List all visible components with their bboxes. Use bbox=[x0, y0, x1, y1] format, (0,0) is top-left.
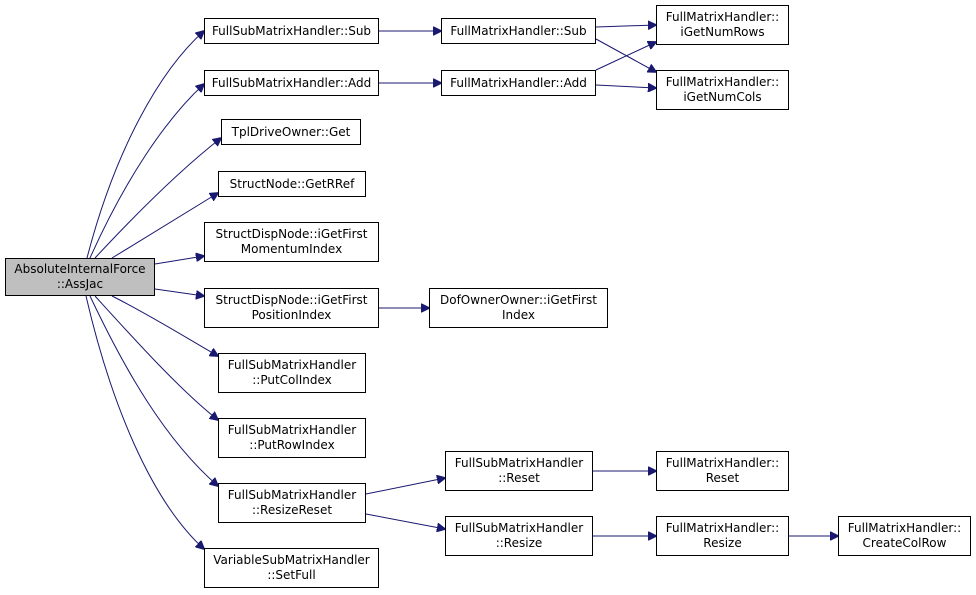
node-fullmatrixhandler-sub[interactable]: FullMatrixHandler::Sub bbox=[441, 18, 596, 44]
node-dofownerowner-igetfirstindex[interactable]: DofOwnerOwner::iGetFirst Index bbox=[429, 288, 608, 328]
edge-absoluteinternalforce-to-structnode-getrref bbox=[111, 193, 218, 259]
edge-absoluteinternalforce-to-variablesubmatrixhandler-setfull bbox=[85, 295, 204, 549]
node-label-line1: FullSubMatrixHandler bbox=[227, 488, 357, 502]
edge-absoluteinternalforce-to-fullsubmatrixhandler-resizereset bbox=[89, 295, 218, 486]
node-label: FullMatrixHandler::Sub bbox=[450, 23, 587, 38]
node-absoluteinternalforce-assjac: AbsoluteInternalForce ::AssJac bbox=[5, 258, 155, 296]
node-label-line2: iGetNumRows bbox=[680, 25, 765, 39]
node-fullsubmatrixhandler-add[interactable]: FullSubMatrixHandler::Add bbox=[204, 70, 379, 96]
node-label-line1: FullMatrixHandler:: bbox=[665, 10, 780, 24]
node-label-line2: Index bbox=[501, 308, 536, 322]
node-label-line1: FullSubMatrixHandler bbox=[227, 358, 357, 372]
edge-absoluteinternalforce-to-tpldriveowner-get bbox=[94, 138, 221, 259]
node-fullmatrixhandler-add[interactable]: FullMatrixHandler::Add bbox=[441, 70, 596, 96]
edge-fullmatrixhandler-add-to-igetnumcols bbox=[595, 85, 656, 88]
node-tpldriveowner-get[interactable]: TplDriveOwner::Get bbox=[221, 119, 361, 145]
node-fullsubmatrixhandler-resizereset[interactable]: FullSubMatrixHandler ::ResizeReset bbox=[218, 483, 366, 523]
node-label-line1: AbsoluteInternalForce bbox=[14, 262, 146, 276]
node-label-line2: PositionIndex bbox=[251, 308, 332, 322]
node-label-line2: iGetNumCols bbox=[683, 90, 762, 104]
node-label-line2: MomentumIndex bbox=[240, 242, 343, 256]
node-structdispnode-igetfirstmomentumindex[interactable]: StructDispNode::iGetFirst MomentumIndex bbox=[204, 222, 379, 262]
node-label-line2: ::PutColIndex bbox=[252, 373, 332, 387]
edge-absoluteinternalforce-to-fullsubmatrixhandler-putrowindex bbox=[94, 295, 218, 420]
node-fullmatrixhandler-createcolrow[interactable]: FullMatrixHandler:: CreateColRow bbox=[838, 516, 971, 556]
node-label-line1: FullSubMatrixHandler bbox=[227, 423, 357, 437]
node-fullsubmatrixhandler-putcolindex[interactable]: FullSubMatrixHandler ::PutColIndex bbox=[218, 353, 366, 393]
node-fullsubmatrixhandler-resize[interactable]: FullSubMatrixHandler ::Resize bbox=[445, 516, 593, 556]
node-label-line2: ::ResizeReset bbox=[251, 503, 333, 517]
node-label: StructNode::GetRRef bbox=[229, 176, 355, 191]
node-fullmatrixhandler-reset[interactable]: FullMatrixHandler:: Reset bbox=[656, 451, 789, 491]
node-label-line2: ::PutRowIndex bbox=[249, 438, 335, 452]
node-label-line1: FullSubMatrixHandler bbox=[454, 521, 584, 535]
node-label-line1: DofOwnerOwner::iGetFirst bbox=[439, 293, 598, 307]
node-label: FullSubMatrixHandler::Sub bbox=[211, 23, 372, 38]
node-label-line2: ::AssJac bbox=[56, 277, 104, 291]
edge-absoluteinternalforce-to-structdispnode-momentum bbox=[154, 256, 204, 265]
node-structnode-getrref[interactable]: StructNode::GetRRef bbox=[218, 171, 366, 197]
node-label-line2: Reset bbox=[705, 471, 740, 485]
node-variablesubmatrixhandler-setfull[interactable]: VariableSubMatrixHandler ::SetFull bbox=[204, 548, 379, 588]
edge-absoluteinternalforce-to-structdispnode-position bbox=[154, 288, 204, 296]
node-label-line2: ::SetFull bbox=[267, 568, 316, 582]
node-label: FullMatrixHandler::Add bbox=[450, 75, 587, 90]
node-label-line1: FullMatrixHandler:: bbox=[665, 75, 780, 89]
node-label-line1: StructDispNode::iGetFirst bbox=[215, 293, 368, 307]
edge-resizereset-to-fullsubmatrixhandler-resize bbox=[365, 513, 445, 529]
node-fullsubmatrixhandler-sub[interactable]: FullSubMatrixHandler::Sub bbox=[204, 18, 379, 44]
node-structdispnode-igetfirstpositionindex[interactable]: StructDispNode::iGetFirst PositionIndex bbox=[204, 288, 379, 328]
edge-absoluteinternalforce-to-fullsubmatrixhandler-putcolindex bbox=[111, 295, 218, 356]
node-fullmatrixhandler-igetnumcols[interactable]: FullMatrixHandler:: iGetNumCols bbox=[656, 70, 789, 110]
edge-fullmatrixhandler-add-to-igetnumrows bbox=[595, 42, 656, 71]
node-fullmatrixhandler-igetnumrows[interactable]: FullMatrixHandler:: iGetNumRows bbox=[656, 5, 789, 45]
node-label-line1: FullMatrixHandler:: bbox=[665, 456, 780, 470]
node-label-line1: StructDispNode::iGetFirst bbox=[215, 227, 368, 241]
node-label-line2: Resize bbox=[703, 536, 742, 550]
node-label: FullSubMatrixHandler::Add bbox=[211, 75, 372, 90]
node-fullsubmatrixhandler-reset[interactable]: FullSubMatrixHandler ::Reset bbox=[445, 451, 593, 491]
node-label-line1: FullMatrixHandler:: bbox=[847, 521, 962, 535]
node-label-line2: CreateColRow bbox=[862, 536, 947, 550]
node-label-line2: ::Reset bbox=[498, 471, 540, 485]
edge-resizereset-to-fullsubmatrixhandler-reset bbox=[365, 478, 445, 495]
node-label: TplDriveOwner::Get bbox=[231, 124, 351, 139]
edge-fullmatrixhandler-sub-to-igetnumrows bbox=[595, 25, 656, 27]
edge-absoluteinternalforce-to-fullsubmatrixhandler-add bbox=[89, 84, 204, 259]
node-label-line1: FullSubMatrixHandler bbox=[454, 456, 584, 470]
node-label-line1: VariableSubMatrixHandler bbox=[213, 553, 370, 567]
node-label-line1: FullMatrixHandler:: bbox=[665, 521, 780, 535]
node-fullmatrixhandler-resize[interactable]: FullMatrixHandler:: Resize bbox=[656, 516, 789, 556]
edge-absoluteinternalforce-to-fullsubmatrixhandler-sub bbox=[86, 31, 204, 259]
node-label-line2: ::Resize bbox=[495, 536, 543, 550]
node-fullsubmatrixhandler-putrowindex[interactable]: FullSubMatrixHandler ::PutRowIndex bbox=[218, 418, 366, 458]
